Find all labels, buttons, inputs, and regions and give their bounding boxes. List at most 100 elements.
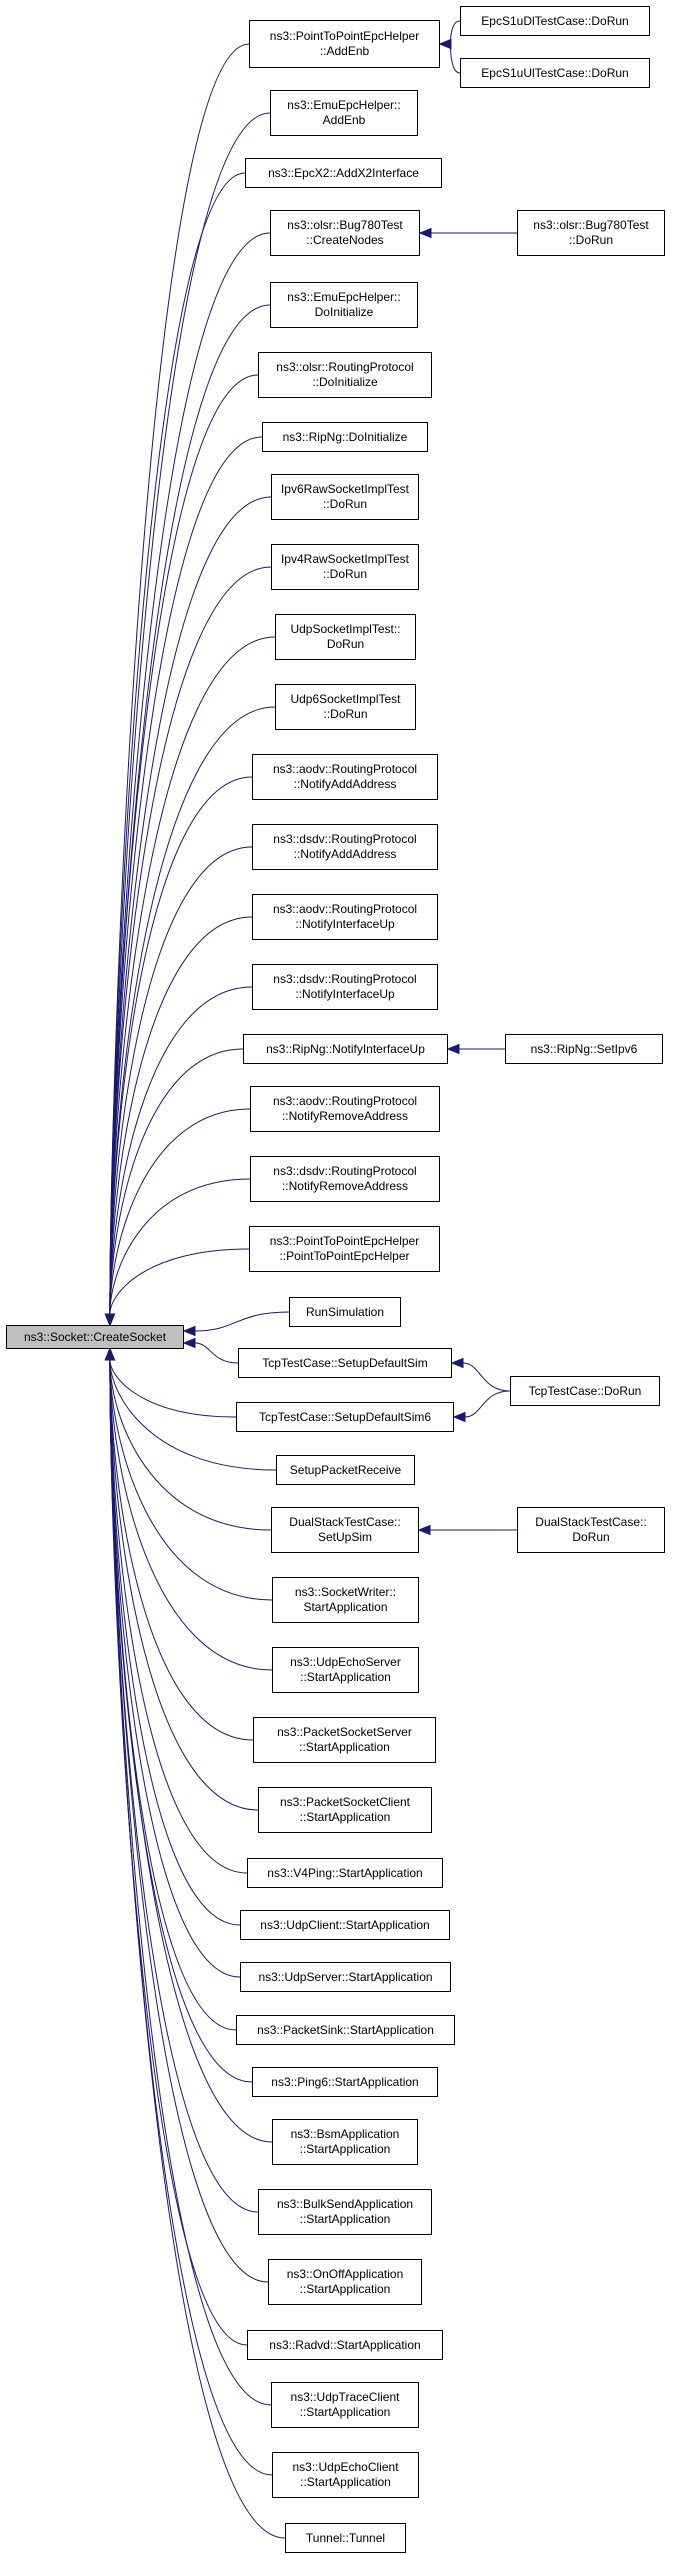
caller-node-c18-label-line-0: ns3::PointToPointEpcHelper: [269, 1234, 420, 1248]
edge-c18-to-focus: [109, 1248, 250, 1315]
caller-node-c39[interactable]: Tunnel::Tunnel: [285, 2523, 406, 2553]
second-caller-node-s4[interactable]: TcpTestCase::DoRun: [510, 1376, 660, 1406]
caller-node-c26-label-line-0: ns3::PacketSocketServer: [277, 1725, 412, 1739]
second-caller-node-s0[interactable]: EpcS1uDlTestCase::DoRun: [460, 6, 650, 36]
edge-c7-to-focus: [109, 496, 272, 1315]
caller-node-c22-label-line-0: SetupPacketReceive: [289, 1462, 402, 1477]
caller-node-c25[interactable]: ns3::UdpEchoServer::StartApplication: [272, 1647, 419, 1693]
caller-node-c4-label-line-1: DoInitialize: [314, 305, 374, 319]
caller-node-c39-label-line-0: Tunnel::Tunnel: [305, 2530, 386, 2545]
caller-node-c16[interactable]: ns3::aodv::RoutingProtocol::NotifyRemove…: [250, 1086, 440, 1132]
caller-node-c8[interactable]: Ipv4RawSocketImplTest::DoRun: [271, 544, 419, 590]
caller-node-c5-label-line-0: ns3::olsr::RoutingProtocol: [276, 360, 414, 374]
edge-c13-to-focus: [109, 916, 253, 1315]
caller-node-c23[interactable]: DualStackTestCase::SetUpSim: [271, 1507, 419, 1553]
caller-node-c38[interactable]: ns3::UdpEchoClient::StartApplication: [272, 2452, 419, 2498]
caller-node-c11-label-line-0: ns3::aodv::RoutingProtocol: [272, 762, 418, 776]
caller-node-c32[interactable]: ns3::Ping6::StartApplication: [252, 2067, 438, 2097]
caller-node-c9-label-line-1: DoRun: [326, 637, 365, 651]
edge-c35-to-focus: [109, 1359, 269, 2283]
edge-c19-arrowhead: [182, 1325, 196, 1337]
caller-node-c38-label-line-1: ::StartApplication: [300, 2475, 391, 2489]
caller-node-c16-label-line-1: ::NotifyRemoveAddress: [281, 1109, 409, 1123]
caller-node-c9-label-line-0: UdpSocketImplTest::: [290, 622, 401, 636]
caller-node-c11[interactable]: ns3::aodv::RoutingProtocol::NotifyAddAdd…: [252, 754, 438, 800]
caller-node-c19[interactable]: RunSimulation: [289, 1297, 401, 1327]
caller-node-c34[interactable]: ns3::BulkSendApplication::StartApplicati…: [258, 2189, 432, 2235]
caller-node-c0[interactable]: ns3::PointToPointEpcHelper::AddEnb: [249, 20, 440, 68]
caller-node-c6[interactable]: ns3::RipNg::DoInitialize: [262, 422, 428, 452]
second-caller-node-s3[interactable]: ns3::RipNg::SetIpv6: [505, 1034, 663, 1064]
caller-node-c12[interactable]: ns3::dsdv::RoutingProtocol::NotifyAddAdd…: [252, 824, 438, 870]
caller-node-c9[interactable]: UdpSocketImplTest::DoRun: [275, 614, 416, 660]
caller-node-c28-label-line-0: ns3::V4Ping::StartApplication: [267, 1865, 423, 1880]
caller-node-c3[interactable]: ns3::olsr::Bug780Test::CreateNodes: [270, 210, 420, 256]
caller-node-c17[interactable]: ns3::dsdv::RoutingProtocol::NotifyRemove…: [250, 1156, 440, 1202]
second-caller-node-s5-label-line-0: DualStackTestCase::: [535, 1515, 647, 1529]
second-caller-node-s2-label-line-1: ::DoRun: [568, 233, 614, 247]
caller-node-c18[interactable]: ns3::PointToPointEpcHelper::PointToPoint…: [249, 1226, 440, 1272]
edge-c9-to-focus: [109, 636, 276, 1315]
edge-c32-to-focus: [109, 1359, 253, 2083]
caller-node-c19-label-line-0: RunSimulation: [305, 1304, 385, 1319]
caller-node-c31[interactable]: ns3::PacketSink::StartApplication: [236, 2015, 455, 2045]
caller-node-c31-label-line-0: ns3::PacketSink::StartApplication: [257, 2022, 434, 2037]
caller-node-c33[interactable]: ns3::BsmApplication::StartApplication: [272, 2119, 418, 2165]
caller-node-c2-label-line-0: ns3::EpcX2::AddX2Interface: [268, 165, 419, 180]
caller-node-c22[interactable]: SetupPacketReceive: [276, 1455, 415, 1485]
caller-node-c34-label-line-1: ::StartApplication: [299, 2212, 391, 2226]
caller-node-c7[interactable]: Ipv6RawSocketImplTest::DoRun: [271, 474, 419, 520]
focus-node-create-socket: ns3::Socket::CreateSocket: [6, 1325, 184, 1349]
edge-c31-to-focus: [109, 1359, 237, 2031]
caller-node-c15[interactable]: ns3::RipNg::NotifyInterfaceUp: [243, 1034, 448, 1064]
second-caller-node-s2-label-line-0: ns3::olsr::Bug780Test: [533, 218, 649, 232]
second-caller-node-s2[interactable]: ns3::olsr::Bug780Test::DoRun: [517, 210, 665, 256]
caller-node-c26[interactable]: ns3::PacketSocketServer::StartApplicatio…: [253, 1717, 436, 1763]
caller-node-c10[interactable]: Udp6SocketImplTest::DoRun: [275, 684, 416, 730]
caller-node-c24[interactable]: ns3::SocketWriter::StartApplication: [272, 1577, 419, 1623]
caller-node-c30[interactable]: ns3::UdpServer::StartApplication: [240, 1962, 451, 1992]
edge-c30-to-focus: [109, 1359, 241, 1978]
caller-node-c5-label-line-1: ::DoInitialize: [312, 375, 378, 389]
caller-node-c27[interactable]: ns3::PacketSocketClient::StartApplicatio…: [258, 1787, 432, 1833]
edge-c19-to-focus: [194, 1311, 290, 1332]
caller-node-c4[interactable]: ns3::EmuEpcHelper::DoInitialize: [270, 282, 418, 328]
caller-node-c36[interactable]: ns3::Radvd::StartApplication: [247, 2330, 443, 2360]
caller-node-c20[interactable]: TcpTestCase::SetupDefaultSim: [238, 1348, 452, 1378]
edge-c23-to-focus: [109, 1359, 272, 1531]
caller-node-c10-label-line-0: Udp6SocketImplTest: [290, 692, 401, 706]
caller-node-c17-label-line-0: ns3::dsdv::RoutingProtocol: [273, 1164, 417, 1178]
caller-node-c2[interactable]: ns3::EpcX2::AddX2Interface: [245, 158, 442, 188]
caller-node-c30-label-line-0: ns3::UdpServer::StartApplication: [258, 1969, 433, 1984]
caller-node-c11-label-line-1: ::NotifyAddAddress: [293, 777, 397, 791]
caller-node-c20-label-line-0: TcpTestCase::SetupDefaultSim: [262, 1355, 428, 1370]
caller-node-c29[interactable]: ns3::UdpClient::StartApplication: [240, 1910, 450, 1940]
caller-node-c1-label-line-1: AddEnb: [322, 113, 366, 127]
caller-node-c3-label-line-0: ns3::olsr::Bug780Test: [287, 218, 403, 232]
caller-node-c8-label-line-0: Ipv4RawSocketImplTest: [280, 552, 410, 566]
caller-node-c35[interactable]: ns3::OnOffApplication::StartApplication: [268, 2259, 422, 2305]
caller-node-c0-label-line-0: ns3::PointToPointEpcHelper: [269, 29, 420, 43]
second-caller-node-s1[interactable]: EpcS1uUlTestCase::DoRun: [460, 58, 650, 88]
caller-node-c13[interactable]: ns3::aodv::RoutingProtocol::NotifyInterf…: [252, 894, 438, 940]
caller-node-c37[interactable]: ns3::UdpTraceClient::StartApplication: [271, 2382, 419, 2428]
caller-node-c1[interactable]: ns3::EmuEpcHelper::AddEnb: [270, 90, 418, 136]
caller-node-c5[interactable]: ns3::olsr::RoutingProtocol::DoInitialize: [258, 352, 432, 398]
caller-node-c29-label-line-0: ns3::UdpClient::StartApplication: [260, 1917, 430, 1932]
caller-node-c17-label-line-1: ::NotifyRemoveAddress: [281, 1179, 409, 1193]
caller-node-c14[interactable]: ns3::dsdv::RoutingProtocol::NotifyInterf…: [252, 964, 438, 1010]
edge-s4-to-c20: [462, 1362, 511, 1392]
second-caller-node-s0-label-line-0: EpcS1uDlTestCase::DoRun: [481, 13, 629, 28]
edge-c27-to-focus: [109, 1359, 259, 1811]
caller-node-c12-label-line-0: ns3::dsdv::RoutingProtocol: [273, 832, 417, 846]
second-caller-node-s3-label-line-0: ns3::RipNg::SetIpv6: [530, 1041, 638, 1056]
caller-node-c28[interactable]: ns3::V4Ping::StartApplication: [247, 1858, 443, 1888]
caller-node-c37-label-line-1: ::StartApplication: [299, 2405, 391, 2419]
caller-node-c33-label-line-1: ::StartApplication: [299, 2142, 391, 2156]
edge-c6-to-focus: [109, 436, 263, 1315]
caller-node-c21[interactable]: TcpTestCase::SetupDefaultSim6: [236, 1402, 454, 1432]
second-caller-node-s5[interactable]: DualStackTestCase::DoRun: [517, 1507, 665, 1553]
caller-node-c23-label-line-1: SetUpSim: [317, 1530, 373, 1544]
edge-c18-arrowhead: [104, 1313, 116, 1327]
